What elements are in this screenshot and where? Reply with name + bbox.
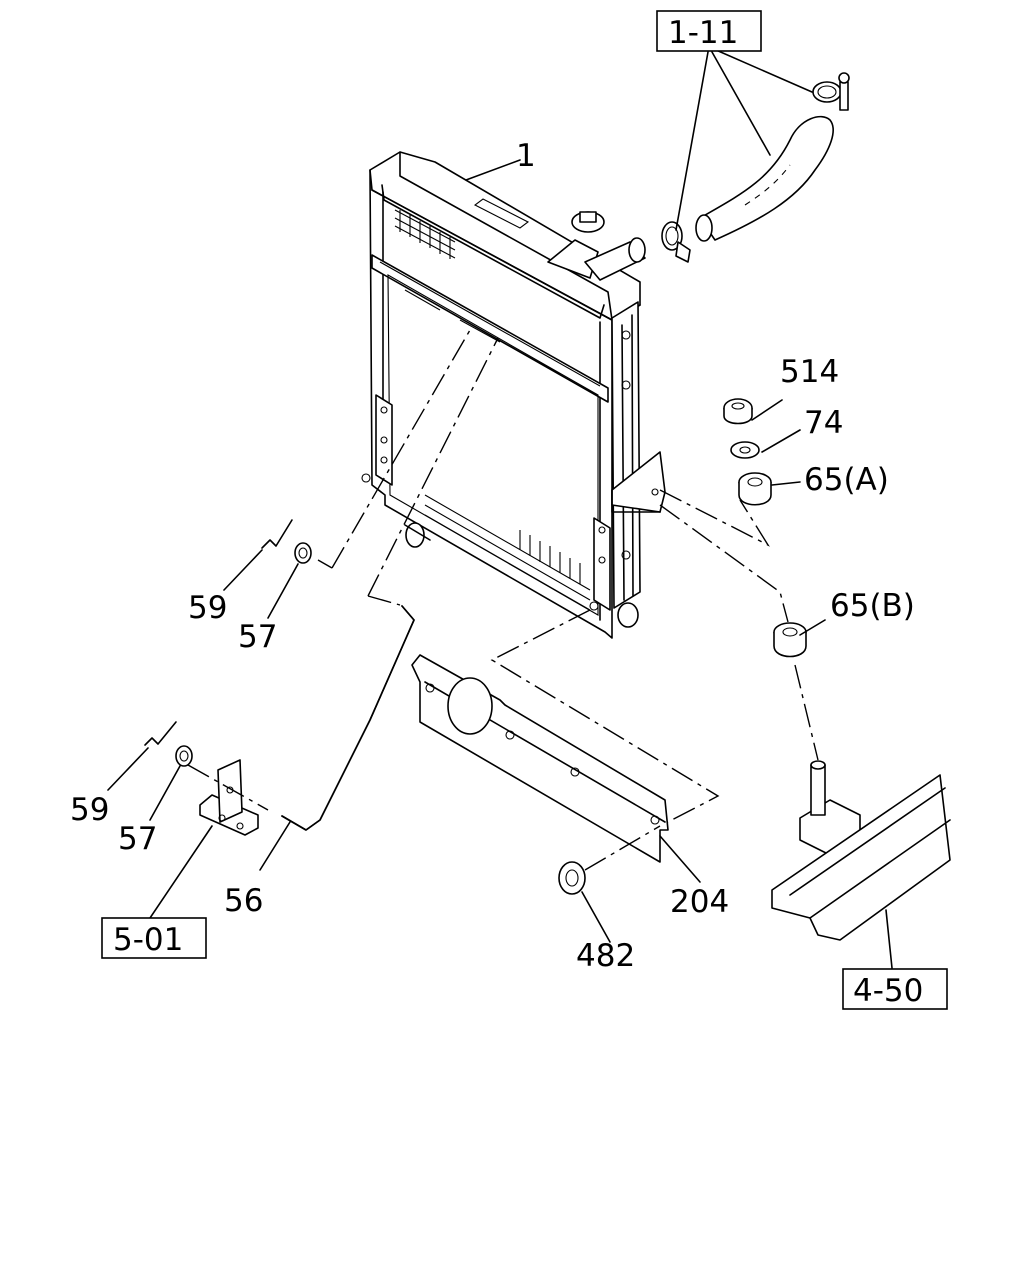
ref-box-5-01 <box>101 917 207 959</box>
label-part-59-lower: 59 <box>70 792 109 828</box>
hose-bracket-drawing <box>199 759 259 836</box>
label-part-1: 1 <box>516 138 536 174</box>
label-ref-5-01: 5-01 <box>113 922 183 958</box>
label-part-74: 74 <box>804 405 843 441</box>
label-part-56: 56 <box>224 883 263 919</box>
label-part-57-upper: 57 <box>238 619 277 655</box>
cushion-65a-drawing <box>738 472 772 506</box>
label-part-65a: 65(A) <box>804 462 889 498</box>
label-part-65b: 65(B) <box>830 588 915 624</box>
nut-514-drawing <box>723 398 753 425</box>
ref-box-1-11 <box>656 10 762 52</box>
label-part-204: 204 <box>670 884 729 920</box>
label-ref-4-50: 4-50 <box>853 973 923 1009</box>
ref-box-4-50 <box>842 968 948 1010</box>
cushion-65b-drawing <box>773 622 807 658</box>
leader-lines <box>107 49 893 969</box>
radiator-drawing <box>361 151 646 639</box>
label-part-57-lower: 57 <box>118 821 157 857</box>
upper-hose-drawing <box>661 72 850 263</box>
clip-washer-lower-drawing <box>144 721 193 767</box>
label-part-59-upper: 59 <box>188 590 227 626</box>
shroud-plate-drawing <box>411 654 669 863</box>
frame-member-drawing <box>771 760 951 941</box>
label-part-482: 482 <box>576 938 635 974</box>
nut-482-drawing <box>558 861 586 895</box>
mount-bracket-drawing <box>611 451 666 513</box>
clip-washer-upper-drawing <box>261 519 312 564</box>
label-ref-1-11: 1-11 <box>668 15 738 51</box>
drain-hose-drawing <box>281 605 415 831</box>
label-part-514: 514 <box>780 354 839 390</box>
washer-74-drawing <box>730 441 760 459</box>
